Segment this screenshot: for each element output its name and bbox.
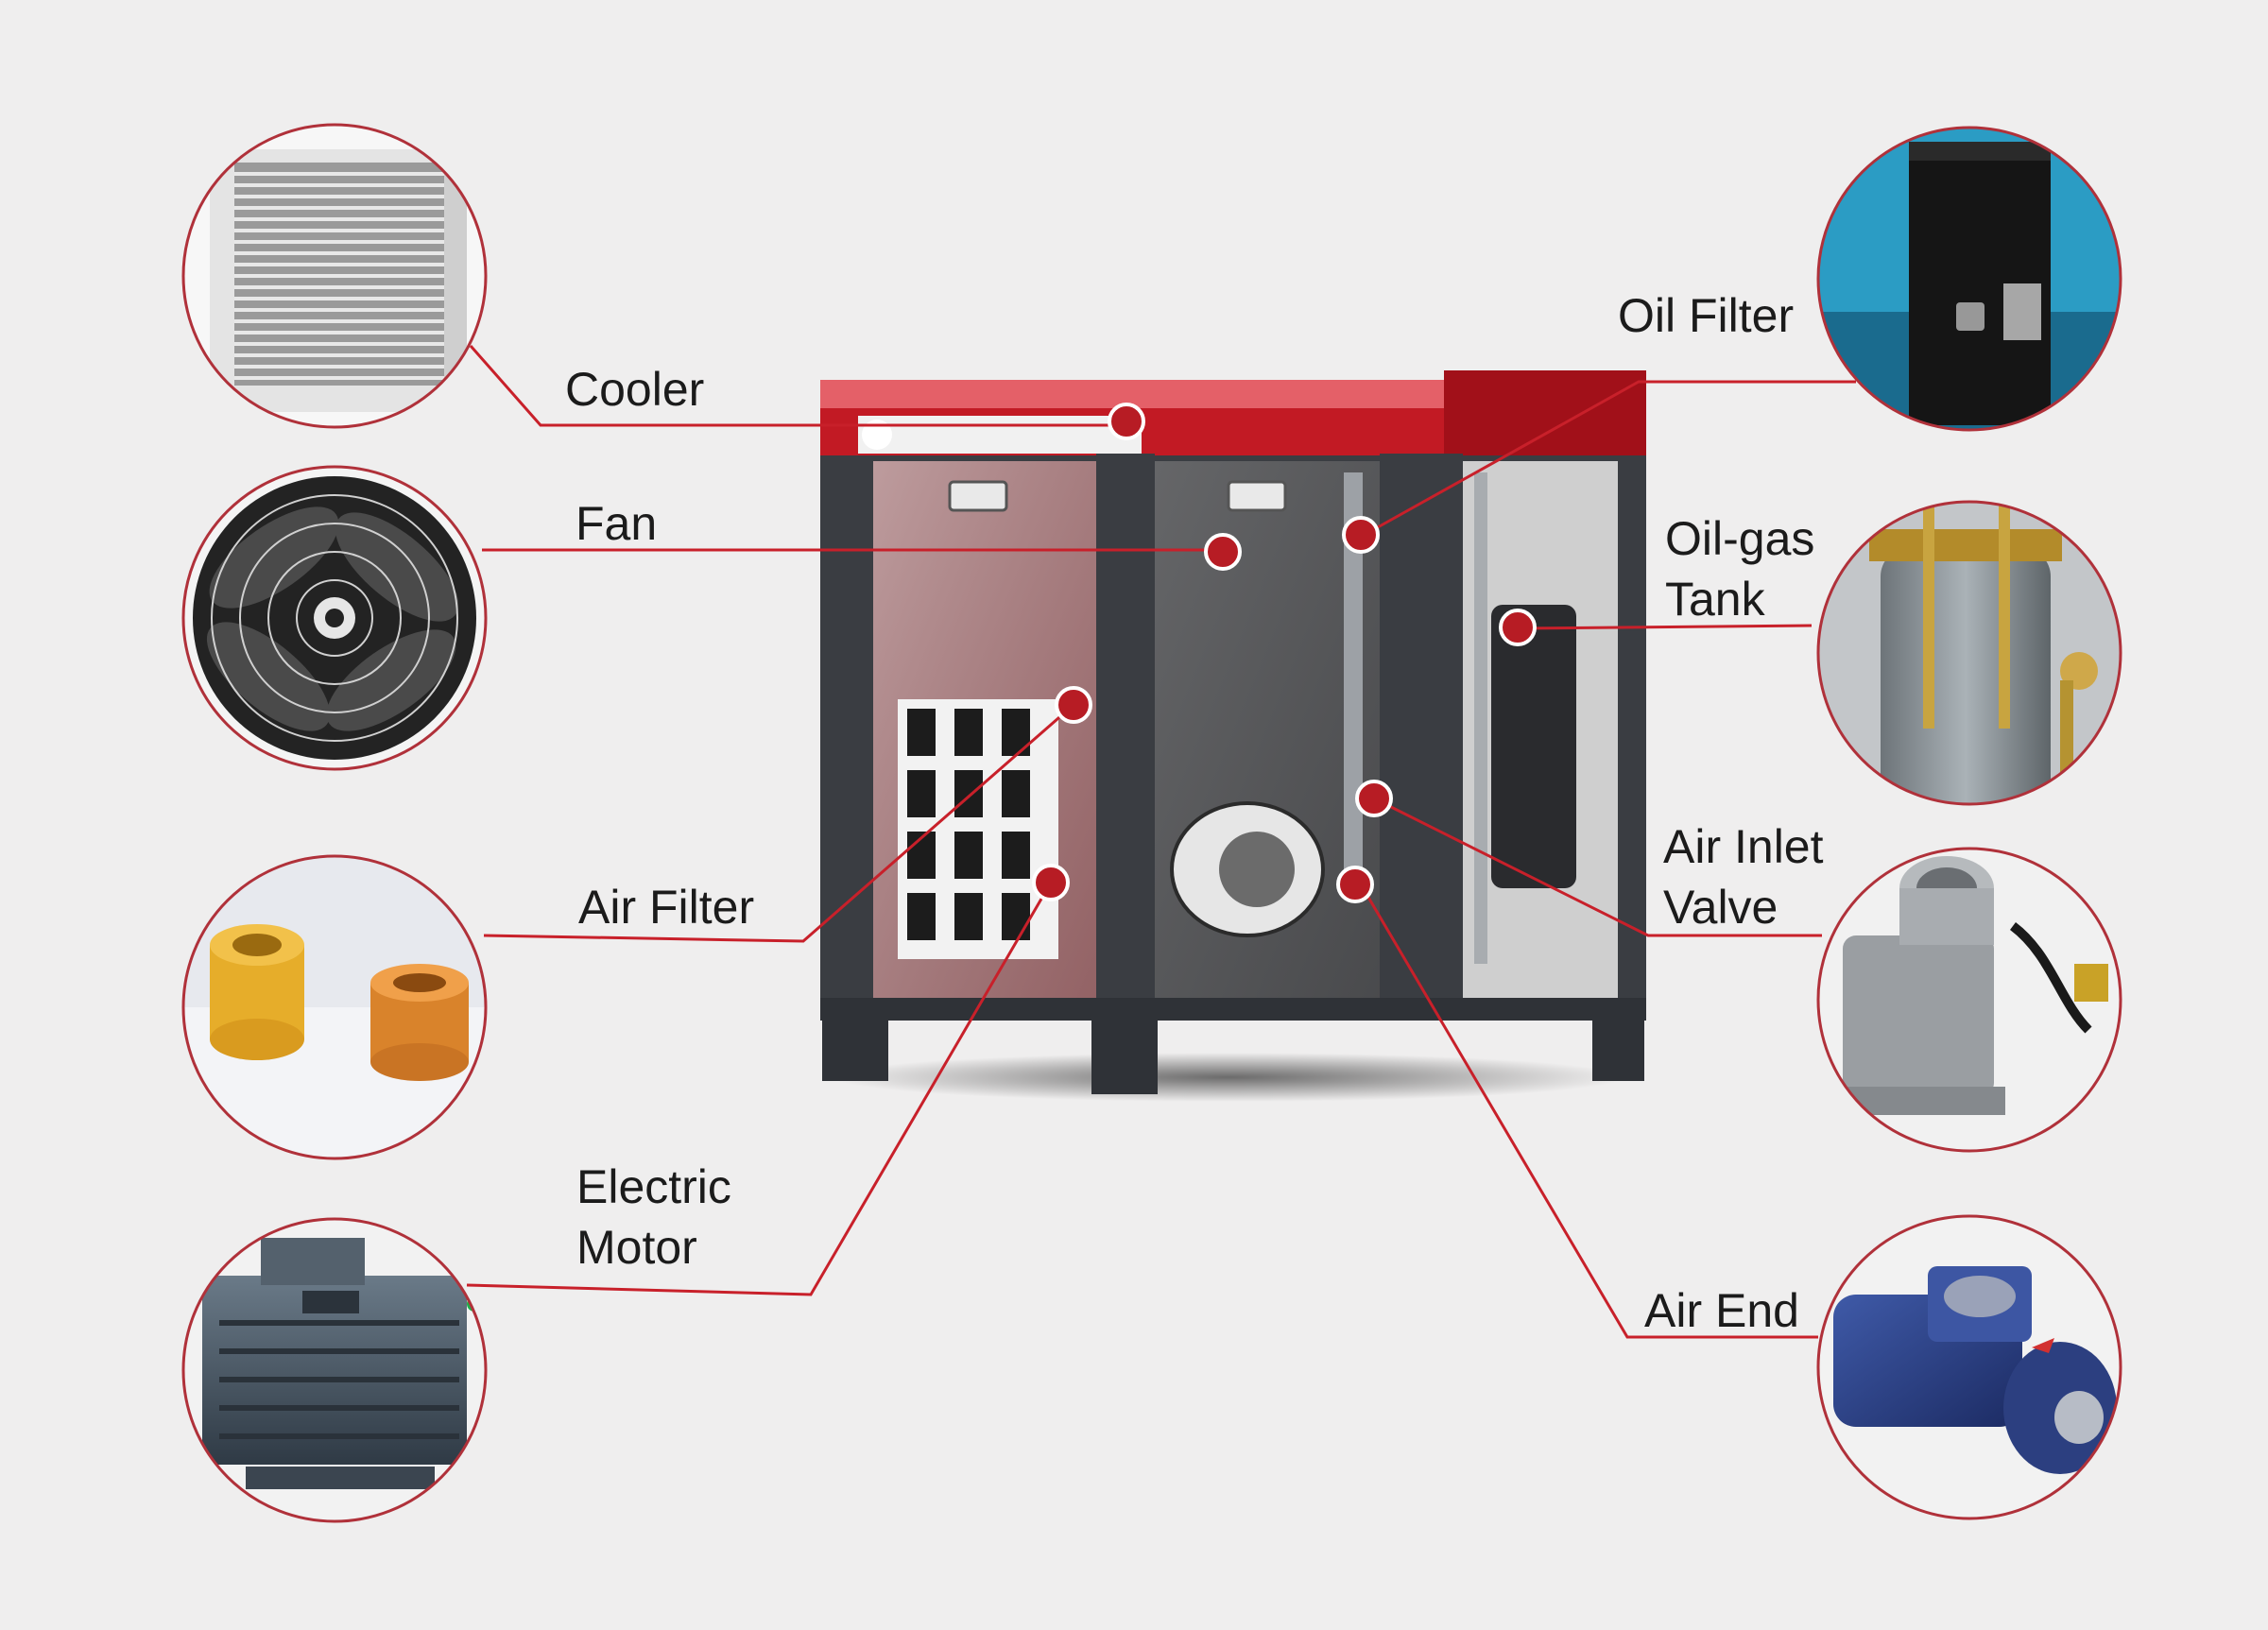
cabinet-top-side [1444,370,1646,455]
leader-line-oil-gas-tank [1519,624,1813,630]
leader-line-air-filter [483,703,1074,943]
cabinet-base-rail [820,998,1646,1021]
marker-air-end [1336,866,1374,903]
tank-riser-pipe [1474,472,1487,964]
label-electric-motor-line-2: Motor [576,1221,697,1274]
cooler-port [862,420,892,450]
label-electric-motor-line-1: Electric [576,1160,731,1213]
thumbnail-electric-motor [181,1217,488,1523]
air-filter-cartridge-icon [183,924,486,1158]
thumbnail-air-filter [181,854,488,1160]
compressor-cabinet [820,370,1646,1102]
cooler-bar [858,416,1142,454]
label-oil-filter: Oil Filter [1618,289,1795,342]
label-oil-gas-tank-line-2: Tank [1665,573,1765,626]
cabinet-pillar-left [1096,454,1155,1021]
leader-line-air-inlet-valve [1375,798,1822,937]
marker-oil-filter [1342,516,1380,554]
axial-fan-icon [193,476,476,760]
thumbnail-air-end [1816,1214,2122,1520]
oil-gas-tank-icon [1818,502,2121,804]
marker-oil-gas-tank [1499,609,1537,646]
marker-electric-motor [1032,864,1070,901]
thumbnail-fan [181,465,488,771]
leader-line-air-end [1359,884,1818,1339]
air-end-core [1219,832,1295,907]
label-air-filter: Air Filter [578,881,755,934]
leader-line-cooler [469,345,1126,427]
cabinet-pillar-right [1380,454,1463,1021]
label-cooler: Cooler [565,363,705,416]
thumbnail-air-inlet-valve [1816,847,2122,1153]
leader-line-oil-filter [1360,380,1856,539]
marker-cooler [1108,403,1145,440]
leader-line-electric-motor [466,882,1053,1296]
markers [1032,403,1537,903]
thumbnail-oil-gas-tank [1816,500,2122,806]
cooler-outlet-pipe [1344,472,1363,869]
electric-motor-icon [202,1238,482,1489]
thumbnail-cooler [181,123,488,429]
cooler-core-icon [210,149,467,412]
label-air-inlet-valve: Air Inlet Valve [1663,816,1824,937]
marker-fan [1204,533,1242,571]
label-oil-gas-tank: Oil-gas Tank [1665,508,1814,629]
oil-filter-canister-icon [1818,128,2121,430]
oil-gas-tank-body [1491,605,1576,888]
label-oil-gas-tank-line-1: Oil-gas [1665,512,1815,565]
door-handle-center [1227,480,1287,512]
label-air-inlet-valve-line-1: Air Inlet [1663,820,1824,873]
label-air-end: Air End [1644,1284,1799,1337]
door-handle-left [948,480,1008,512]
thumbnail-oil-filter [1816,126,2122,432]
leader-lines [466,345,1856,1339]
label-electric-motor: Electric Motor [576,1157,731,1278]
label-air-inlet-valve-line-2: Valve [1663,881,1778,934]
screw-air-end-icon [1833,1266,2117,1474]
label-fan: Fan [576,497,658,550]
marker-air-inlet-valve [1355,780,1393,817]
floor-shadow [832,1053,1625,1102]
marker-air-filter [1055,686,1092,724]
